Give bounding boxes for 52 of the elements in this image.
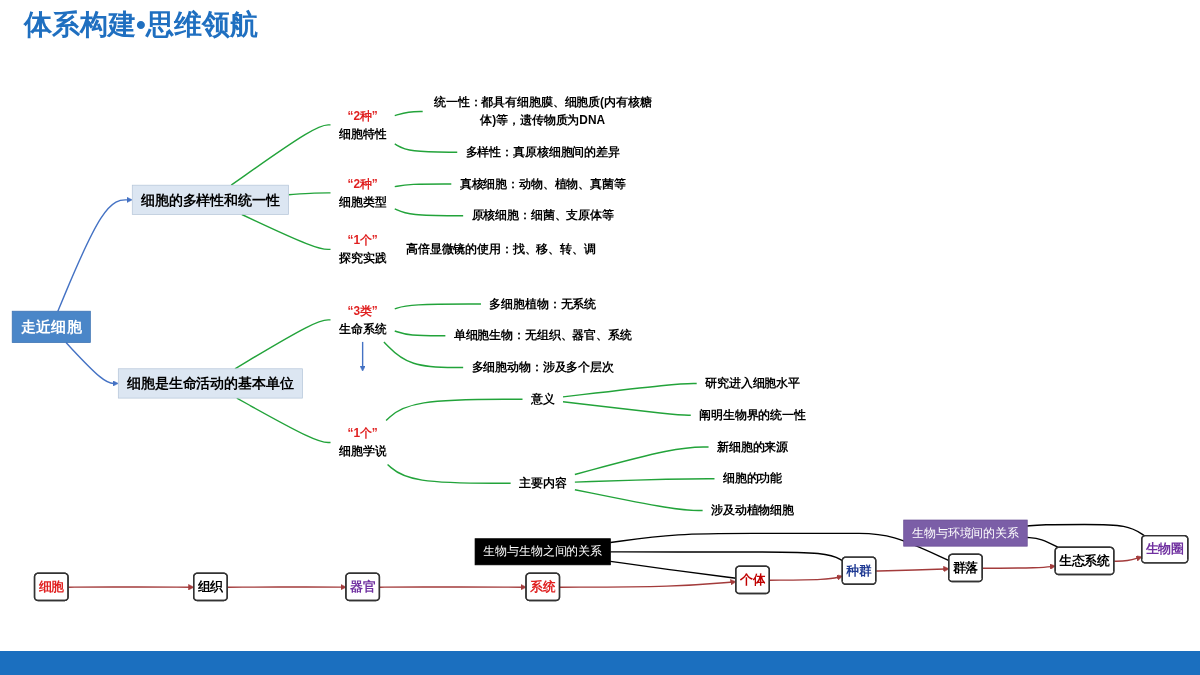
connector (609, 551, 844, 562)
node-text: “1个” 探究实践 (338, 233, 387, 265)
arrow (57, 196, 133, 312)
arrow (379, 584, 527, 591)
node-text: 新细胞的来源 (716, 440, 789, 454)
connector (574, 478, 716, 483)
connector (562, 401, 692, 416)
connector (236, 397, 332, 444)
node-text: 单细胞生物：无组织、器官、系统 (453, 328, 632, 343)
connector (386, 463, 512, 484)
node-text: 多细胞动物：涉及多个层次 (471, 360, 614, 375)
node-text: 真核细胞：动物、植物、真菌等 (459, 177, 626, 191)
node-text: “1个” 细胞学说 (338, 426, 387, 458)
connector (287, 192, 332, 196)
node-text: 原核细胞：细菌、支原体等 (471, 208, 614, 223)
node-text: 涉及动植物细胞 (711, 503, 795, 517)
connector (574, 446, 710, 476)
node-text: 主要内容 (519, 476, 567, 490)
connector (394, 183, 452, 188)
connector (1026, 523, 1146, 537)
connector (394, 110, 424, 117)
node-text: 多样性：真原核细胞间的差异 (465, 145, 620, 159)
arrow (65, 341, 119, 387)
node-text: 研究进入细胞水平 (705, 376, 801, 390)
connector (574, 489, 704, 512)
node-text: 意义 (530, 392, 555, 406)
connector (394, 208, 464, 217)
arrow (359, 341, 366, 372)
connector (1026, 536, 1060, 549)
node-text: “3类” 生命系统 (338, 304, 387, 336)
connector (241, 213, 332, 251)
connector (562, 382, 698, 398)
node-box: 生物与生物之间的关系 (474, 538, 611, 566)
node-text: “2种” 细胞类型 (338, 177, 387, 209)
connector (394, 143, 458, 153)
node-text: 阐明生物界的统一性 (699, 408, 806, 422)
connector (234, 319, 332, 370)
node-text: 统一性：都具有细胞膜、细胞质(内有核糖体)等，遗传物质为DNA (433, 95, 652, 127)
node-box: 走近细胞 (11, 310, 91, 343)
connector (385, 398, 524, 422)
connector (394, 303, 482, 310)
node-box: 生物与环境间的关系 (903, 519, 1028, 547)
node-text: “2种” 细胞特性 (338, 109, 387, 141)
connector (383, 341, 464, 369)
connector (230, 124, 332, 186)
connector (394, 330, 447, 337)
node-box: 细胞的多样性和统一性 (131, 184, 289, 215)
title: 体系构建•思维领航 (24, 8, 258, 42)
node-label: 高倍显微镜的使用：找、移、转、调 (405, 242, 596, 256)
node-text: 细胞的功能 (722, 471, 783, 486)
node-text: 多细胞植物：无系统 (489, 297, 597, 311)
node-box: 细胞是生命活动的基本单位 (117, 368, 303, 399)
